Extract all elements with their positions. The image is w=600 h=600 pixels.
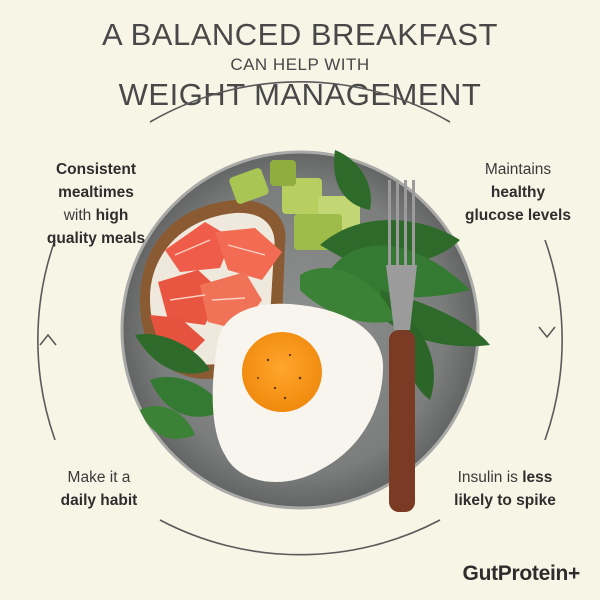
cycle-arc-bottom (159, 519, 441, 556)
callout-tl-bold-2: mealtimes (58, 184, 134, 201)
callout-glucose-levels: Maintains healthy glucose levels (448, 158, 588, 227)
callout-bl-plain-1: Make it a (67, 469, 131, 486)
cycle-arc-left (37, 239, 56, 441)
callout-consistent-mealtimes: Consistent mealtimes with high quality m… (22, 158, 170, 250)
callout-br-plain-1: Insulin is (457, 469, 518, 486)
title-line-2: CAN HELP WITH (230, 55, 370, 74)
callout-tr-bold-2: glucose levels (465, 207, 571, 224)
callout-tr-plain-1: Maintains (484, 161, 552, 178)
cycle-arc-right (544, 239, 563, 441)
callout-bl-bold-1: daily habit (60, 492, 138, 509)
callout-insulin-spike: Insulin is less likely to spike (430, 466, 580, 512)
callout-tr-bold-1: healthy (490, 184, 546, 201)
callout-br-bold-2: likely to spike (454, 492, 556, 509)
callout-br-bold-1: less (522, 469, 553, 486)
callout-tl-plain-1: with (63, 207, 92, 224)
title-line-1: A BALANCED BREAKFAST (102, 17, 498, 52)
callout-tl-bold-4: quality meals (46, 230, 146, 247)
title-block: A BALANCED BREAKFAST CAN HELP WITH WEIGH… (0, 16, 600, 114)
salmon-marbling (169, 239, 266, 301)
arrowhead-right (538, 326, 556, 339)
callout-daily-habit: Make it a daily habit (40, 466, 158, 512)
cycle-arc-top (149, 81, 451, 123)
egg-yolk (242, 332, 322, 412)
brand-logo: GutProtein+ (462, 562, 581, 585)
pepper-specks (257, 353, 302, 400)
callout-tl-bold-1: Consistent (55, 161, 137, 178)
arrowhead-left (39, 333, 57, 346)
plate-rim (120, 150, 480, 510)
fork (386, 180, 417, 512)
avocado-cubes (229, 160, 360, 250)
callout-tl-bold-3: high (95, 207, 129, 224)
